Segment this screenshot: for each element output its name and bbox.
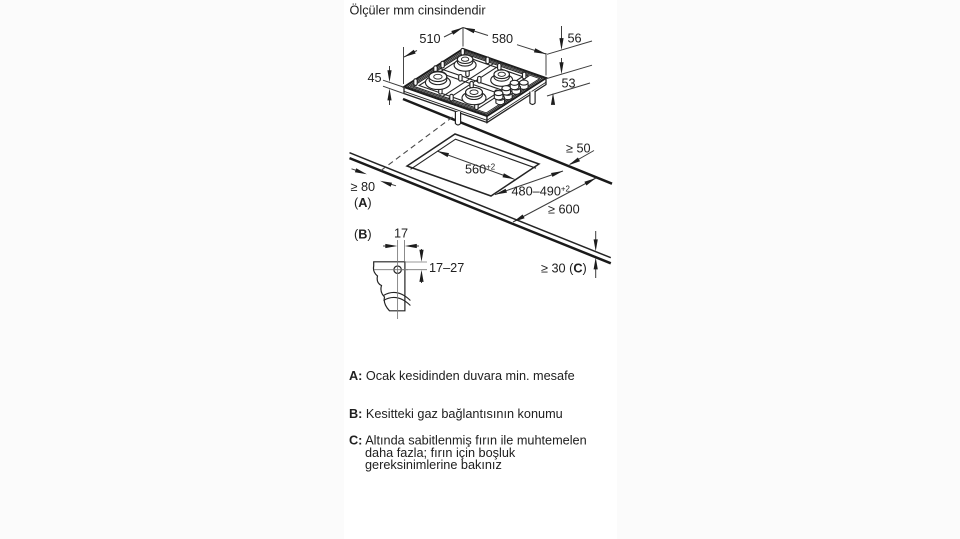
svg-text:A: Ocak kesidinden duvara min.: A: Ocak kesidinden duvara min. mesafe bbox=[349, 369, 575, 383]
svg-text:Ölçüler mm cinsindendir: Ölçüler mm cinsindendir bbox=[350, 3, 487, 17]
svg-text:C: Altında sabitlenmiş fırın i: C: Altında sabitlenmiş fırın ile muhteme… bbox=[349, 434, 587, 448]
svg-text:580: 580 bbox=[492, 32, 513, 46]
svg-text:gereksinimlerine bakınız: gereksinimlerine bakınız bbox=[365, 458, 502, 472]
svg-text:≥ 600: ≥ 600 bbox=[548, 202, 580, 216]
svg-text:≥ 50: ≥ 50 bbox=[566, 142, 591, 156]
svg-text:B: Kesitteki gaz bağlantısının: B: Kesitteki gaz bağlantısının konumu bbox=[349, 407, 563, 421]
svg-text:17: 17 bbox=[394, 226, 408, 240]
svg-text:510: 510 bbox=[419, 32, 440, 46]
svg-text:(B): (B) bbox=[354, 228, 372, 242]
svg-text:17–27: 17–27 bbox=[429, 261, 464, 275]
svg-text:≥ 80: ≥ 80 bbox=[351, 180, 376, 194]
svg-text:daha fazla; fırın için boşluk: daha fazla; fırın için boşluk bbox=[365, 446, 516, 460]
svg-text:≥ 30 (C): ≥ 30 (C) bbox=[541, 261, 587, 275]
svg-text:45: 45 bbox=[368, 71, 382, 85]
svg-text:53: 53 bbox=[562, 76, 576, 90]
svg-text:(A): (A) bbox=[354, 196, 372, 210]
svg-text:480–490+2: 480–490+2 bbox=[512, 184, 570, 198]
svg-text:56: 56 bbox=[568, 31, 582, 45]
